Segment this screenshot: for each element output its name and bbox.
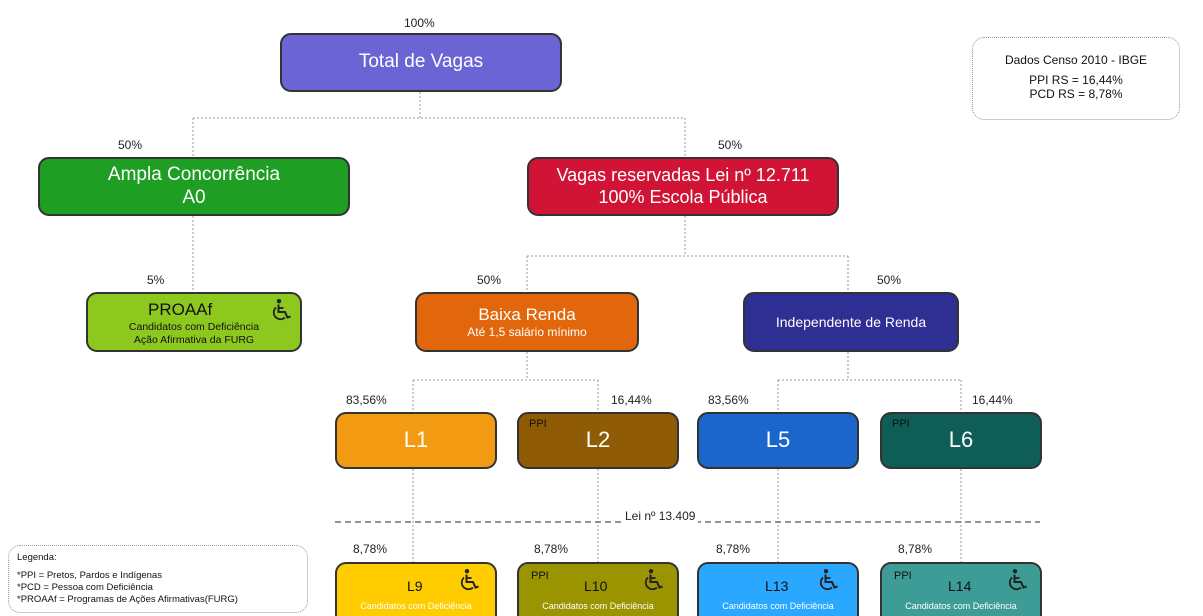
census-title: Dados Censo 2010 - IBGE: [1004, 53, 1148, 67]
l2-ppi-tag: PPI: [529, 418, 547, 430]
l14-percent: 8,78%: [898, 542, 933, 556]
proaaf-box: PROAAf Candidatos com Deficiência Ação A…: [86, 292, 302, 352]
baixa-percent: 50%: [477, 273, 502, 287]
wheelchair-icon: [644, 569, 663, 591]
census-note: Dados Censo 2010 - IBGE PPI RS = 16,44% …: [972, 37, 1180, 120]
proaaf-title: PROAAf: [148, 300, 213, 319]
l6-code: L6: [948, 427, 974, 453]
l1-percent: 83,56%: [346, 393, 387, 407]
l1-code: L1: [403, 427, 429, 453]
baixa-renda-box: Baixa Renda Até 1,5 salário mínimo: [415, 292, 639, 352]
baixa-line1: Baixa Renda: [478, 304, 576, 324]
ampla-percent: 50%: [118, 138, 143, 152]
total-vagas-label: Total de Vagas: [358, 51, 484, 73]
l5-box: L5: [697, 412, 859, 469]
l10-sub: Candidatos com Deficiência: [542, 601, 654, 612]
l9-box: L9 Candidatos com Deficiência: [335, 562, 497, 616]
legend-box: Legenda: *PPI = Pretos, Pardos e Indígen…: [8, 545, 308, 613]
l2-percent: 16,44%: [611, 393, 652, 407]
wheelchair-icon: [272, 299, 291, 321]
proaaf-line2: Ação Afirmativa da FURG: [133, 334, 255, 346]
wheelchair-icon: [819, 569, 838, 591]
l10-percent: 8,78%: [534, 542, 569, 556]
law-label: Lei nº 13.409: [622, 509, 699, 523]
vagas-reservadas-box: Vagas reservadas Lei nº 12.711 100% Esco…: [527, 157, 839, 216]
l6-percent: 16,44%: [972, 393, 1013, 407]
l2-box: PPI L2: [517, 412, 679, 469]
independente-line1: Independente de Renda: [775, 313, 927, 330]
proaaf-line1: Candidatos com Deficiência: [128, 321, 260, 333]
l9-code: L9: [407, 578, 423, 594]
baixa-line2: Até 1,5 salário mínimo: [467, 325, 587, 339]
l6-box: PPI L6: [880, 412, 1042, 469]
legend-item-pcd: *PCD = Pessoa com Deficiência: [17, 581, 153, 593]
l2-code: L2: [585, 427, 611, 453]
l13-box: L13 Candidatos com Deficiência: [697, 562, 859, 616]
l1-box: L1: [335, 412, 497, 469]
independente-percent: 50%: [877, 273, 902, 287]
l14-ppi-tag: PPI: [894, 570, 912, 582]
l5-percent: 83,56%: [708, 393, 749, 407]
reservadas-line2: 100% Escola Pública: [598, 186, 768, 207]
ampla-line2: A0: [182, 186, 206, 208]
l10-code: L10: [584, 578, 608, 594]
legend-item-proaaf: *PROAAf = Programas de Ações Afirmativas…: [17, 593, 238, 605]
reservadas-line1: Vagas reservadas Lei nº 12.711: [556, 164, 810, 185]
legend-title: Legenda:: [17, 552, 57, 563]
wheelchair-icon: [460, 569, 479, 591]
l14-box: PPI L14 Candidatos com Deficiência: [880, 562, 1042, 616]
census-ppi: PPI RS = 16,44%: [1029, 73, 1123, 87]
independente-renda-box: Independente de Renda: [743, 292, 959, 352]
l14-code: L14: [948, 578, 972, 594]
l10-ppi-tag: PPI: [531, 570, 549, 582]
l13-percent: 8,78%: [716, 542, 751, 556]
l14-sub: Candidatos com Deficiência: [905, 601, 1017, 612]
legend-item-ppi: *PPI = Pretos, Pardos e Indígenas: [17, 569, 162, 581]
wheelchair-icon: [1008, 569, 1027, 591]
l9-sub: Candidatos com Deficiência: [360, 601, 472, 612]
root-percent: 100%: [404, 16, 435, 30]
ampla-concorrencia-box: Ampla Concorrência A0: [38, 157, 350, 216]
total-vagas-box: Total de Vagas: [280, 33, 562, 92]
l10-box: PPI L10 Candidatos com Deficiência: [517, 562, 679, 616]
proaaf-percent: 5%: [147, 273, 165, 287]
l6-ppi-tag: PPI: [892, 418, 910, 430]
census-pcd: PCD RS = 8,78%: [1029, 87, 1123, 101]
l13-sub: Candidatos com Deficiência: [722, 601, 834, 612]
reservadas-percent: 50%: [718, 138, 743, 152]
l5-code: L5: [765, 427, 791, 453]
ampla-line1: Ampla Concorrência: [107, 163, 281, 185]
l9-percent: 8,78%: [353, 542, 388, 556]
l13-code: L13: [765, 578, 789, 594]
